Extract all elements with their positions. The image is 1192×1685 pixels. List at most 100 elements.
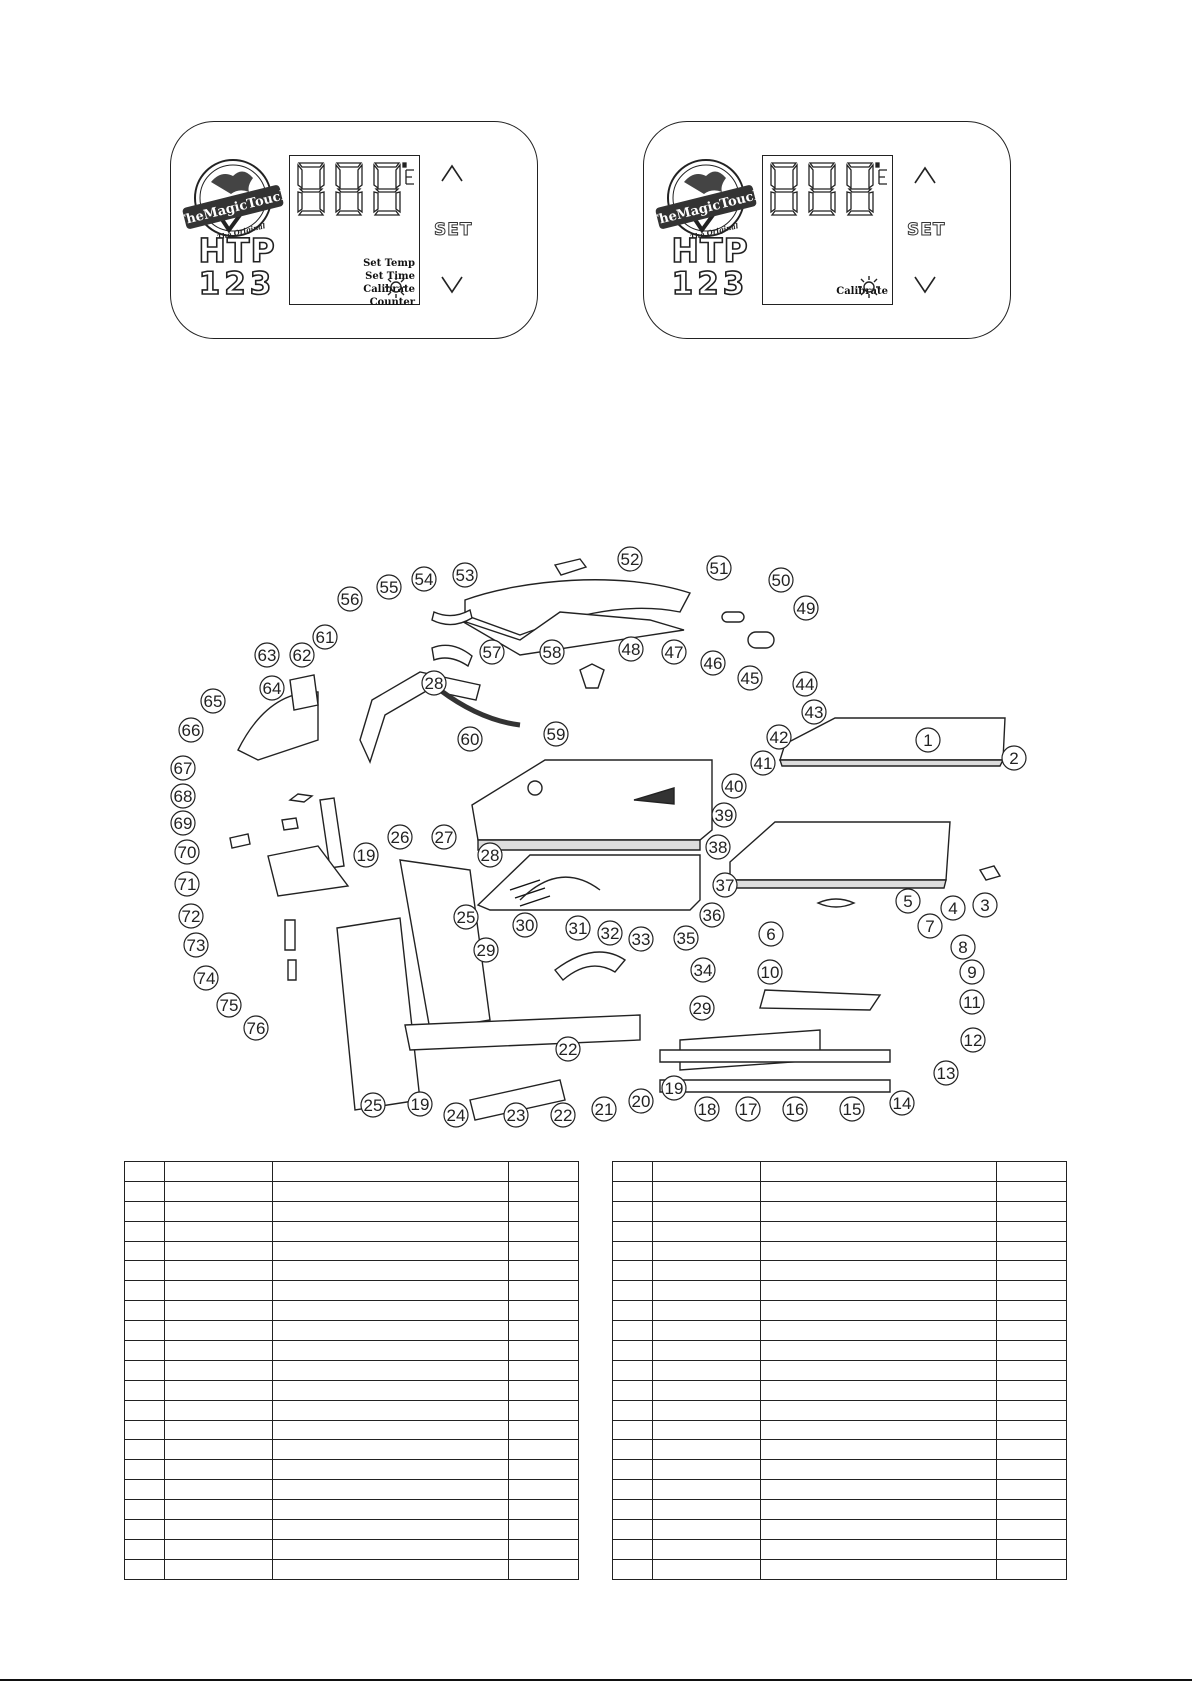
table-cell (760, 1220, 997, 1242)
table-cell (272, 1220, 509, 1242)
table-cell (272, 1558, 509, 1580)
table-cell (996, 1359, 1067, 1381)
svg-text:6: 6 (766, 925, 775, 944)
table-cell (760, 1280, 997, 1302)
callout-37: 37 (712, 872, 738, 898)
table-row (124, 1519, 579, 1540)
svg-text:2: 2 (1009, 749, 1018, 768)
callout-14: 14 (889, 1090, 915, 1116)
table-cell (652, 1519, 761, 1540)
seven-segment-display (770, 162, 887, 216)
table-cell (652, 1200, 761, 1222)
table-cell (760, 1260, 997, 1282)
table-cell (164, 1200, 273, 1222)
table-cell (996, 1200, 1067, 1222)
callout-11: 11 (959, 989, 985, 1015)
table-cell (652, 1161, 761, 1182)
callout-57: 57 (479, 639, 505, 665)
callout-9: 9 (959, 959, 985, 985)
svg-text:22: 22 (554, 1106, 573, 1125)
table-cell (124, 1558, 165, 1580)
table-cell (996, 1180, 1067, 1202)
table-cell (508, 1419, 579, 1441)
table-row (612, 1538, 1067, 1560)
svg-text:59: 59 (547, 725, 566, 744)
svg-text:28: 28 (425, 674, 444, 693)
table-cell (124, 1399, 165, 1421)
callout-42: 42 (766, 724, 792, 750)
set-button[interactable]: SET (433, 220, 473, 241)
table-cell (612, 1379, 653, 1401)
table-row (124, 1240, 579, 1262)
table-cell (124, 1280, 165, 1302)
table-cell (164, 1479, 273, 1501)
table-cell (272, 1538, 509, 1560)
table-cell (272, 1519, 509, 1540)
table-cell (760, 1399, 997, 1421)
table-cell (124, 1439, 165, 1461)
bottom-rule (0, 1679, 1192, 1681)
table-row (124, 1399, 579, 1421)
table-cell (508, 1459, 579, 1481)
table-cell (508, 1260, 579, 1282)
callout-13: 13 (933, 1060, 959, 1086)
table-cell (760, 1359, 997, 1381)
table-cell (996, 1280, 1067, 1302)
table-cell (164, 1240, 273, 1262)
table-cell (996, 1558, 1067, 1580)
callout-18: 18 (694, 1096, 720, 1122)
table-row (612, 1479, 1067, 1501)
table-row (124, 1280, 579, 1302)
svg-text:38: 38 (709, 838, 728, 857)
svg-text:15: 15 (843, 1100, 862, 1119)
table-cell (272, 1399, 509, 1421)
table-cell (612, 1499, 653, 1521)
table-cell (760, 1379, 997, 1401)
table-cell (612, 1240, 653, 1262)
table-cell (760, 1519, 997, 1540)
callout-61: 61 (312, 624, 338, 650)
down-arrow-icon[interactable] (441, 276, 463, 294)
svg-text:41: 41 (754, 754, 773, 773)
callout-23: 23 (503, 1102, 529, 1128)
table-cell (508, 1200, 579, 1222)
table-cell (652, 1499, 761, 1521)
table-cell (612, 1419, 653, 1441)
table-row (612, 1558, 1067, 1580)
set-button[interactable]: SET (906, 220, 946, 241)
svg-text:4: 4 (948, 899, 957, 918)
mode-set-time: Set Time (365, 271, 415, 282)
mode-set-temp: Set Temp (363, 258, 415, 269)
callout-15: 15 (839, 1096, 865, 1122)
svg-text:57: 57 (483, 643, 502, 662)
table-row (612, 1499, 1067, 1521)
sun-icon (385, 276, 407, 298)
svg-text:22: 22 (559, 1040, 578, 1059)
up-arrow-icon[interactable] (914, 166, 936, 184)
callout-60: 60 (457, 726, 483, 752)
table-cell (996, 1459, 1067, 1481)
table-cell (164, 1538, 273, 1560)
callout-49: 49 (793, 595, 819, 621)
callout-70: 70 (174, 839, 200, 865)
svg-text:58: 58 (543, 643, 562, 662)
table-cell (760, 1499, 997, 1521)
svg-text:39: 39 (715, 806, 734, 825)
callout-22b: 22 (550, 1102, 576, 1128)
table-cell (272, 1359, 509, 1381)
callout-21: 21 (591, 1096, 617, 1122)
table-cell (760, 1320, 997, 1342)
table-row (612, 1300, 1067, 1322)
table-cell (272, 1280, 509, 1302)
svg-text:9: 9 (967, 963, 976, 982)
svg-text:53: 53 (456, 566, 475, 585)
table-cell (612, 1538, 653, 1560)
callout-71: 71 (174, 871, 200, 897)
table-cell (164, 1180, 273, 1202)
up-arrow-icon[interactable] (441, 164, 463, 182)
table-cell (652, 1379, 761, 1401)
svg-text:44: 44 (796, 675, 815, 694)
down-arrow-icon[interactable] (914, 276, 936, 294)
svg-text:40: 40 (725, 777, 744, 796)
table-cell (612, 1280, 653, 1302)
